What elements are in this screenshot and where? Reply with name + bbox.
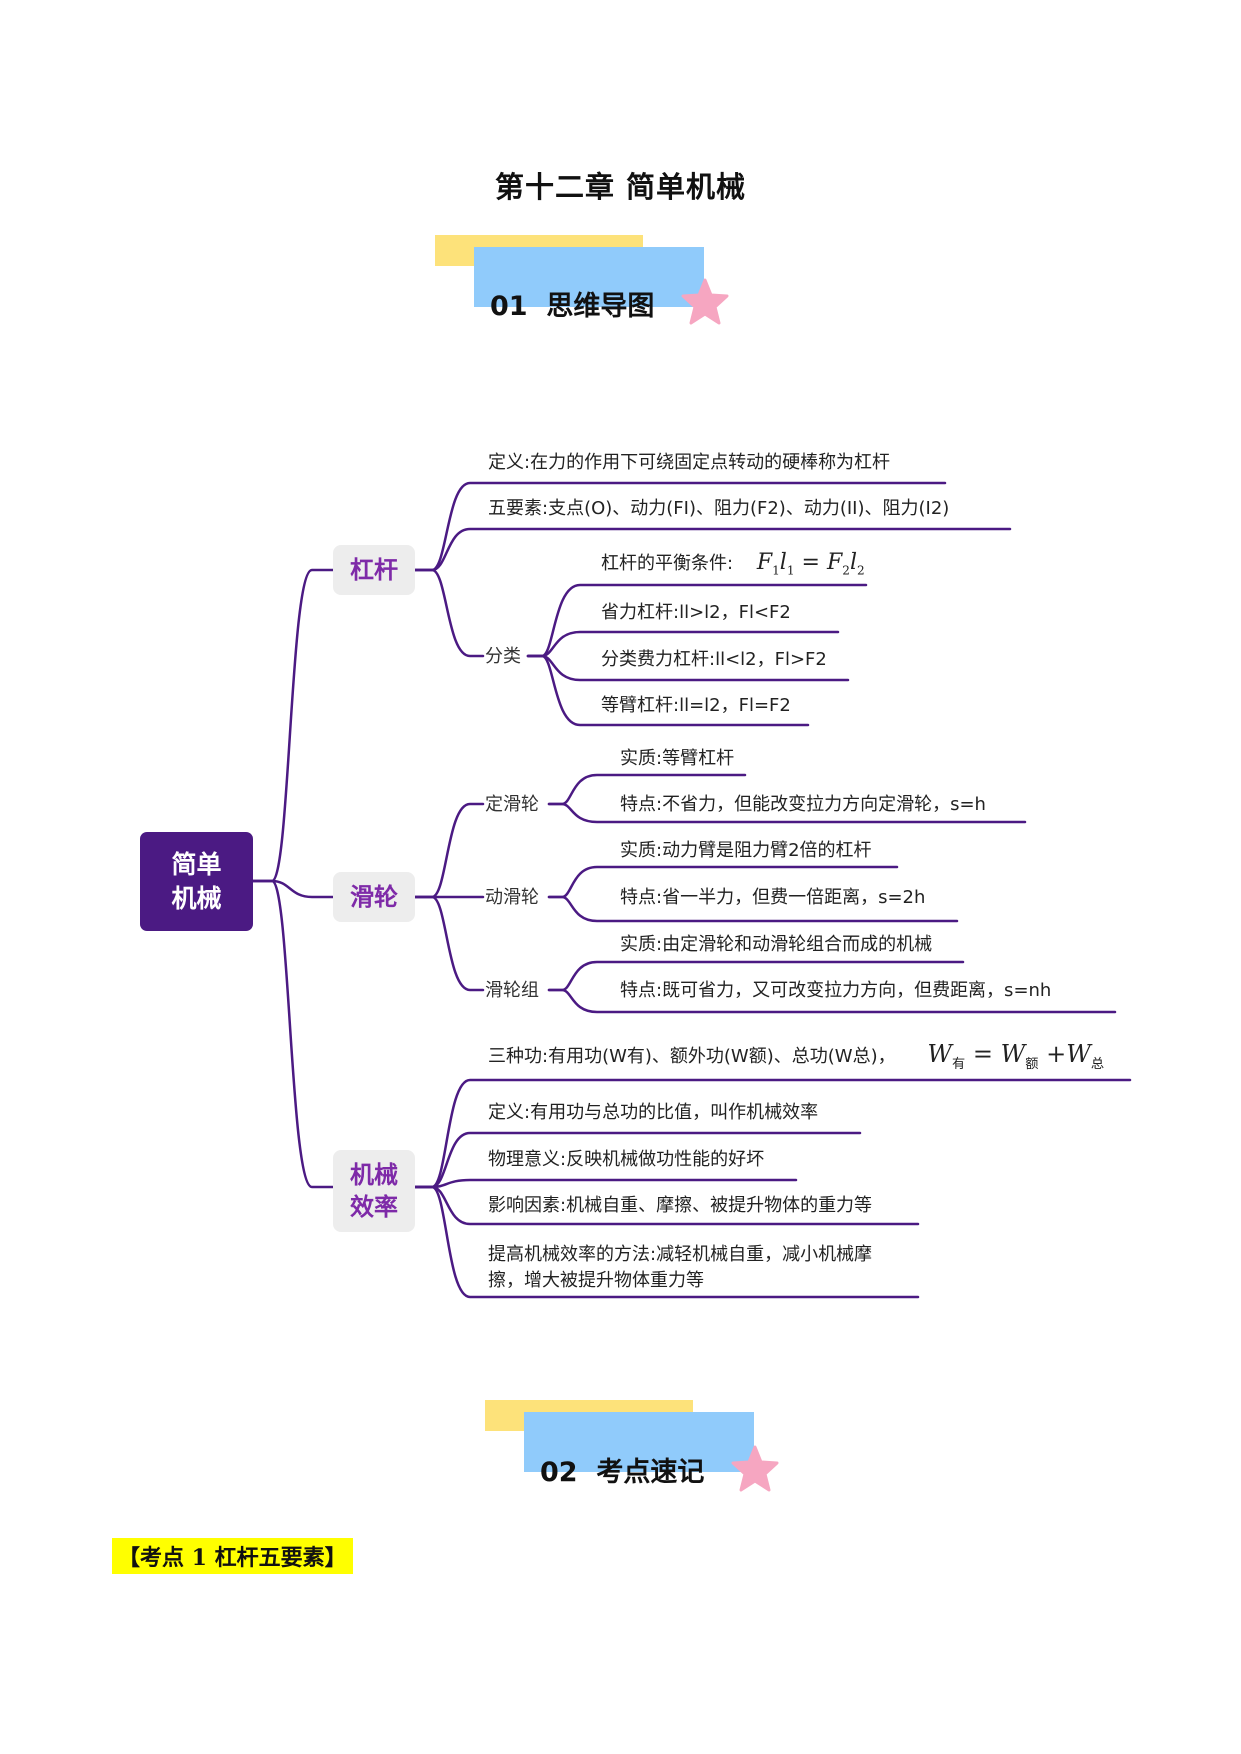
pulley-movable-essence: 实质:动力臂是阻力臂2倍的杠杆 [620,840,872,861]
section-title-mindmap: 01 思维导图 [490,291,655,322]
pulley-fixed-essence: 实质:等臂杠杆 [620,748,735,769]
lever-classification-label: 分类 [485,646,521,667]
chapter-title: 第十二章 简单机械 [494,170,747,204]
pulley-block-feature: 特点:既可省力，又可改变拉力方向，但费距离，s=nh [620,980,1052,1001]
lever-five-elements: 五要素:支点(O)、动力(FI)、阻力(F2)、动力(II)、阻力(I2) [488,498,950,519]
keypoint-heading: 【考点 1 杠杆五要素】 [112,1538,353,1574]
lever-class-item: 分类费力杠杆:ll<l2，Fl>F2 [601,649,827,670]
pulley-block-essence: 实质:由定滑轮和动滑轮组合而成的机械 [620,934,933,955]
category-pulley: 滑轮 [333,872,415,922]
star-icon [731,1445,779,1492]
star-icon [681,278,729,325]
pulley-fixed-label: 定滑轮 [485,794,539,815]
efficiency-three-works: 三种功:有用功(W有)、额外功(W额)、总功(W总)， W有 = W额 +W总 [488,1040,1105,1072]
efficiency-definition: 定义:有用功与总功的比值，叫作机械效率 [488,1102,819,1123]
lever-class-item: 等臂杠杆:ll=l2，Fl=F2 [601,695,791,716]
lever-class-item: 省力杠杆:ll>l2，Fl<F2 [601,602,791,623]
efficiency-improve: 提高机械效率的方法:减轻机械自重，减小机械摩 擦，增大被提升物体重力等 [488,1244,873,1291]
lever-definition: 定义:在力的作用下可绕固定点转动的硬棒称为杠杆 [488,452,891,473]
pulley-block-label: 滑轮组 [485,980,539,1001]
mindmap-root: 简单 机械 [140,832,253,931]
pulley-movable-label: 动滑轮 [485,887,539,908]
category-lever: 杠杆 [333,545,415,595]
pulley-movable-feature: 特点:省一半力，但费一倍距离，s=2h [620,887,926,908]
efficiency-meaning: 物理意义:反映机械做功性能的好坏 [488,1149,765,1170]
section-banner-blue [524,1412,754,1472]
efficiency-factors: 影响因素:机械自重、摩擦、被提升物体的重力等 [488,1195,873,1216]
section-banner-blue [474,247,704,307]
work-formula: W有 = W额 +W总 [927,1040,1105,1072]
pulley-fixed-feature: 特点:不省力，但能改变拉力方向定滑轮，s=h [620,794,986,815]
lever-balance-condition: 杠杆的平衡条件: F1l1 = F2l2 [601,550,865,578]
balance-formula: F1l1 = F2l2 [756,550,865,578]
section-title-keypoints: 02 考点速记 [540,1457,705,1488]
category-efficiency: 机械 效率 [333,1150,415,1232]
